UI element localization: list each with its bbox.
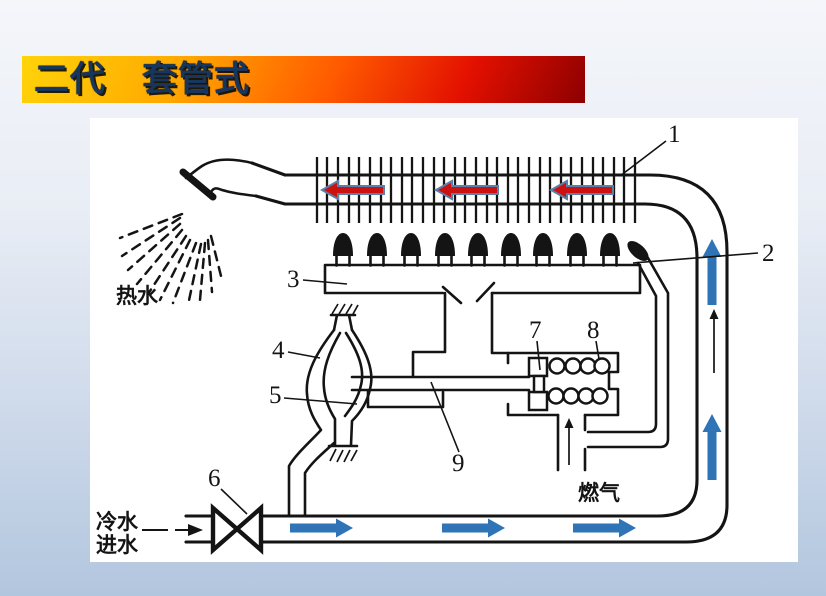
water-valve — [210, 503, 264, 555]
cold-water-inlet: 冷水 进水 — [96, 510, 203, 557]
label-gas: 燃气 — [578, 481, 620, 505]
water-pipes — [184, 173, 729, 544]
callout-3: 3 — [287, 266, 300, 293]
burner — [323, 231, 649, 305]
title-bar: 二代 套管式 — [22, 56, 585, 103]
callout-4: 4 — [272, 337, 285, 364]
pilot-flame — [627, 241, 649, 261]
mixing-chamber — [366, 291, 510, 409]
linkage-rod — [350, 375, 531, 392]
label-cold-water-2: 进水 — [96, 534, 139, 557]
top-flange-hatch — [331, 303, 359, 315]
flow-arrows-blue-bottom — [290, 518, 636, 538]
gas-inlet: 燃气 — [556, 413, 620, 505]
pilot-tube — [586, 256, 670, 449]
flow-arrows-red — [321, 180, 614, 200]
callout-7: 7 — [529, 317, 542, 344]
gas-orifices — [547, 357, 611, 405]
callout-5: 5 — [269, 382, 282, 409]
water-spray — [118, 212, 224, 307]
diagram-panel: 热水 冷水 进水 — [90, 118, 798, 562]
venturi-assembly — [287, 303, 373, 518]
water-heater-diagram: 热水 冷水 进水 — [96, 121, 775, 557]
shower-spout — [179, 158, 258, 201]
callout-2: 2 — [762, 240, 775, 267]
slide-title: 二代 套管式 — [34, 60, 251, 99]
label-cold-water-1: 冷水 — [96, 510, 139, 534]
hx-pipe-walls — [250, 161, 652, 206]
callout-9: 9 — [452, 450, 465, 477]
callout-8: 8 — [587, 317, 600, 344]
flow-arrows-blue-right — [702, 239, 722, 480]
callout-1: 1 — [668, 121, 681, 148]
bottom-flange-hatch — [329, 448, 358, 463]
callout-6: 6 — [208, 465, 221, 492]
spout-cap — [179, 168, 217, 201]
callouts: 1 2 3 4 5 6 7 8 9 — [208, 121, 775, 515]
label-hot-water: 热水 — [116, 284, 159, 308]
gas-valve — [506, 351, 620, 417]
